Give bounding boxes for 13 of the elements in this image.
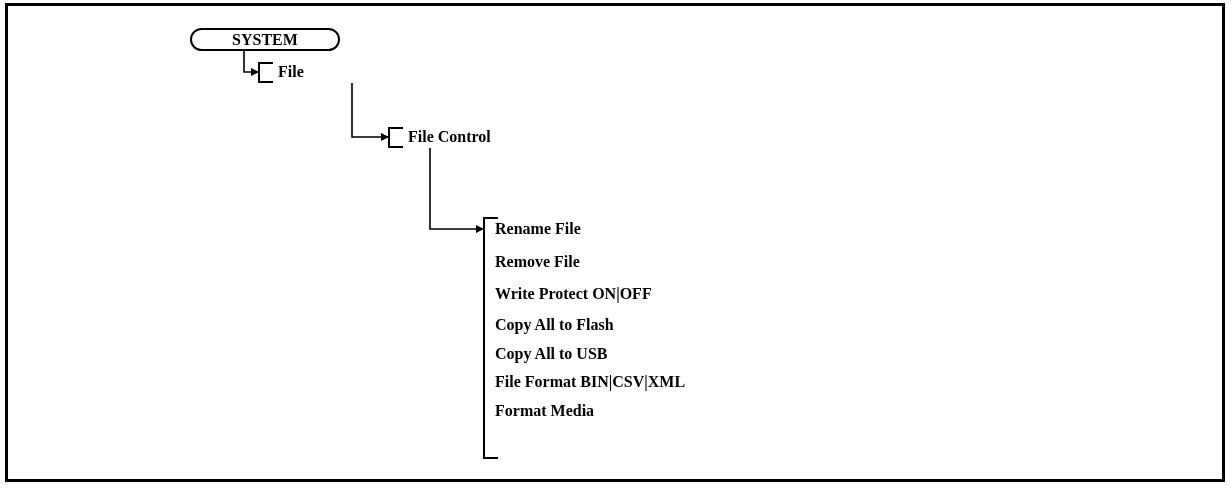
menu-item-label: Format Media xyxy=(495,402,595,420)
menu-item-label: Rename File xyxy=(495,220,581,238)
menu-item-label: File Control xyxy=(408,128,491,146)
menu-item-label: Remove File xyxy=(495,253,580,271)
menu-item-label: Copy All to USB xyxy=(495,345,608,363)
menu-item-label: Write Protect ON|OFF xyxy=(495,285,652,303)
connector-arrow xyxy=(351,82,389,141)
menu-item-label: Copy All to Flash xyxy=(495,316,614,334)
connector-arrow xyxy=(243,50,259,76)
menu-item-label: File Format BIN|CSV|XML xyxy=(495,373,686,391)
menu-item-label: File xyxy=(278,63,304,81)
connector-arrow xyxy=(429,147,484,233)
menu-key: SYSTEM xyxy=(190,28,340,51)
